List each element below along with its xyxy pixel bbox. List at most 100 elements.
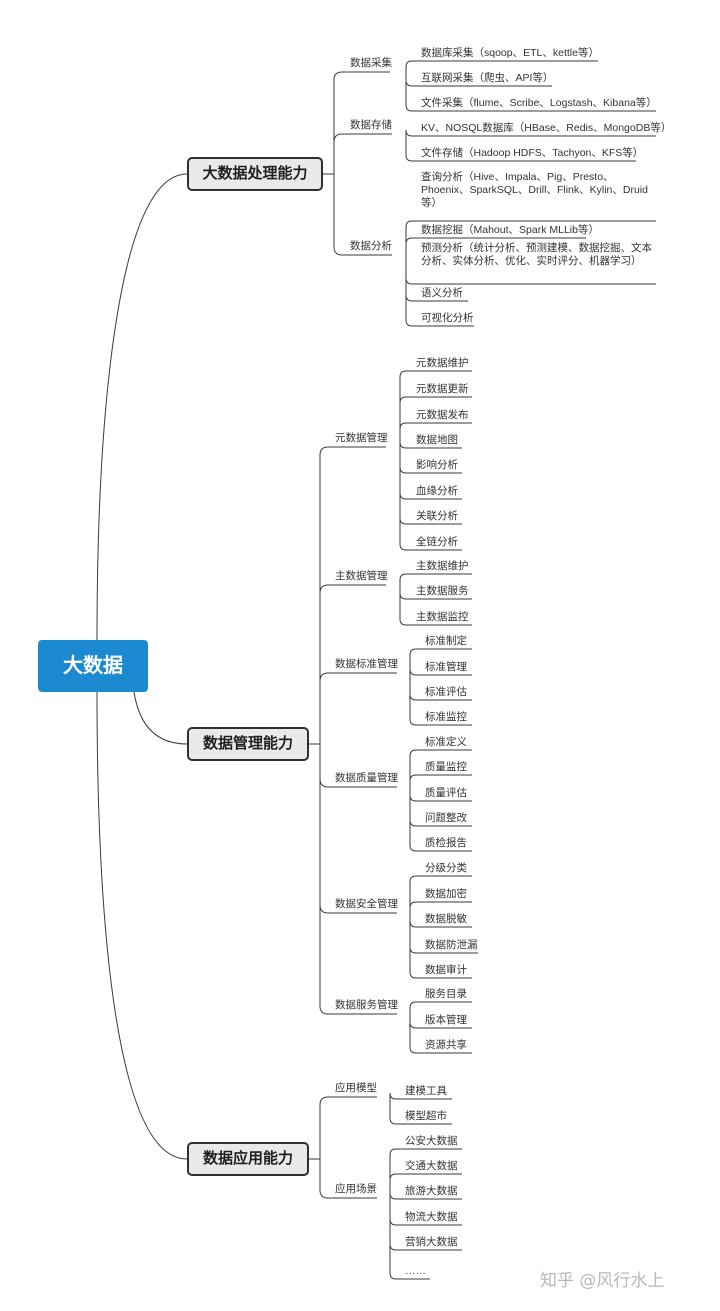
leaf-node-1-0-6: 关联分析 (416, 510, 458, 522)
sub-node-1-3: 数据质量管理 (335, 772, 398, 784)
connector-leaf-0-0-2 (405, 72, 656, 112)
leaf-node-0-0-1: 互联网采集（爬虫、API等） (421, 72, 554, 84)
leaf-node-1-0-7: 全链分析 (416, 536, 458, 548)
connector-leaf-1-0-7 (399, 447, 462, 551)
connector-sub-1-1 (319, 584, 386, 744)
leaf-node-1-2-2: 标准评估 (425, 686, 467, 698)
leaf-node-0-2-4: 可视化分析 (421, 312, 474, 324)
connector-sub-0-2 (333, 174, 392, 256)
leaf-node-1-0-0: 元数据维护 (416, 357, 469, 369)
sub-node-1-0: 元数据管理 (335, 432, 388, 444)
connector-leaf-2-0-0 (389, 1092, 452, 1100)
connector-sub-2-1 (319, 1159, 377, 1199)
connector-leaf-0-2-0 (405, 220, 656, 255)
connector-leaf-1-0-1 (399, 396, 472, 447)
leaf-node-1-0-2: 元数据发布 (416, 409, 469, 421)
connector-leaf-1-1-2 (399, 585, 472, 626)
branch-node-2: 数据应用能力 (187, 1142, 309, 1176)
connector-sub-1-5 (319, 744, 397, 1015)
connector-sub-0-1 (333, 133, 392, 174)
connector-leaf-1-5-2 (409, 1014, 472, 1054)
sub-node-0-0: 数据采集 (350, 57, 392, 69)
leaf-node-2-1-5: …… (405, 1265, 426, 1277)
sub-node-2-0: 应用模型 (335, 1082, 377, 1094)
connector-leaf-1-4-1 (409, 901, 472, 913)
connector-leaf-0-2-1 (405, 237, 586, 255)
leaf-node-1-5-1: 版本管理 (425, 1014, 467, 1026)
leaf-node-2-1-2: 旅游大数据 (405, 1185, 458, 1197)
connector-root-branch-1 (133, 691, 188, 745)
leaf-node-1-1-2: 主数据监控 (416, 611, 469, 623)
connector-leaf-1-0-0 (399, 370, 472, 447)
leaf-node-0-1-1: 文件存储（Hadoop HDFS、Tachyon、KFS等） (421, 147, 644, 159)
connector-leaf-1-1-0 (399, 573, 472, 585)
connector-sub-1-4 (319, 744, 397, 914)
connector-leaf-2-1-2 (389, 1192, 462, 1200)
leaf-node-1-3-4: 质检报告 (425, 837, 467, 849)
leaf-node-1-3-3: 问题整改 (425, 812, 467, 824)
leaf-node-1-1-0: 主数据维护 (416, 560, 469, 572)
leaf-node-1-4-3: 数据防泄漏 (425, 939, 478, 951)
connector-sub-1-0 (319, 446, 386, 744)
connector-sub-2-0 (319, 1096, 377, 1159)
watermark: 知乎 @风行水上 (540, 1271, 665, 1291)
leaf-node-1-5-2: 资源共享 (425, 1039, 467, 1051)
leaf-node-1-4-4: 数据审计 (425, 964, 467, 976)
leaf-node-1-4-2: 数据脱敏 (425, 913, 467, 925)
leaf-node-1-0-3: 数据地图 (416, 434, 458, 446)
sub-node-1-2: 数据标准管理 (335, 658, 398, 670)
sub-node-1-4: 数据安全管理 (335, 898, 398, 910)
leaf-node-1-4-0: 分级分类 (425, 862, 467, 874)
connector-leaf-0-1-0 (405, 129, 656, 137)
root-node: 大数据 (38, 640, 148, 692)
leaf-node-0-1-0: KV、NOSQL数据库（HBase、Redis、MongoDB等） (421, 122, 672, 134)
connector-root-branch-0 (96, 173, 188, 641)
sub-node-1-1: 主数据管理 (335, 570, 388, 582)
sub-node-2-1: 应用场景 (335, 1183, 377, 1195)
connector-leaf-1-2-1 (409, 668, 472, 676)
sub-node-1-5: 数据服务管理 (335, 999, 398, 1011)
leaf-node-0-2-0: 查询分析（Hive、Impala、Pig、Presto、Phoenix、Spar… (421, 171, 648, 209)
leaf-node-0-0-0: 数据库采集（sqoop、ETL、kettle等） (421, 47, 599, 59)
leaf-node-1-3-2: 质量评估 (425, 787, 467, 799)
connector-leaf-0-0-0 (405, 60, 598, 72)
branch-node-1: 数据管理能力 (187, 727, 309, 761)
connector-leaf-1-4-0 (409, 875, 472, 913)
leaf-node-1-5-0: 服务目录 (425, 988, 467, 1000)
leaf-node-2-0-1: 模型超市 (405, 1110, 447, 1122)
leaf-node-1-2-0: 标准制定 (425, 635, 467, 647)
connector-leaf-2-1-0 (389, 1148, 462, 1198)
leaf-node-0-2-3: 语义分析 (421, 287, 463, 299)
sub-node-0-2: 数据分析 (350, 240, 392, 252)
connector-leaf-2-1-1 (389, 1173, 462, 1198)
leaf-node-1-2-1: 标准管理 (425, 661, 467, 673)
connector-leaf-1-3-1 (409, 774, 472, 787)
leaf-node-1-3-0: 标准定义 (425, 736, 467, 748)
leaf-node-1-0-4: 影响分析 (416, 459, 458, 471)
leaf-node-1-2-3: 标准监控 (425, 711, 467, 723)
leaf-node-1-4-1: 数据加密 (425, 888, 467, 900)
connector-leaf-0-1-1 (405, 134, 636, 162)
connector-sub-0-0 (333, 71, 390, 174)
leaf-node-1-0-5: 血缘分析 (416, 485, 458, 497)
leaf-node-2-1-0: 公安大数据 (405, 1135, 458, 1147)
leaf-node-1-0-1: 元数据更新 (416, 383, 469, 395)
leaf-node-2-1-4: 营销大数据 (405, 1236, 458, 1248)
connector-leaf-2-0-1 (389, 1097, 452, 1125)
connector-leaf-1-2-0 (409, 648, 472, 673)
connector-leaf-1-3-4 (409, 787, 472, 852)
connector-leaf-1-0-3 (399, 441, 462, 449)
sub-node-0-1: 数据存储 (350, 119, 392, 131)
connector-leaf-1-2-3 (409, 673, 472, 726)
leaf-node-1-1-1: 主数据服务 (416, 585, 469, 597)
leaf-node-2-1-1: 交通大数据 (405, 1160, 458, 1172)
branch-node-0: 大数据处理能力 (187, 157, 323, 191)
leaf-node-0-2-2: 预测分析（统计分析、预测建模、数据挖掘、文本分析、实体分析、优化、实时评分、机器… (421, 242, 652, 267)
connector-leaf-1-0-2 (399, 422, 472, 447)
leaf-node-0-2-1: 数据挖掘（Mahout、Spark MLLib等） (421, 224, 599, 236)
leaf-node-2-0-0: 建模工具 (405, 1085, 447, 1097)
leaf-node-1-3-1: 质量监控 (425, 761, 467, 773)
leaf-node-2-1-3: 物流大数据 (405, 1211, 458, 1223)
